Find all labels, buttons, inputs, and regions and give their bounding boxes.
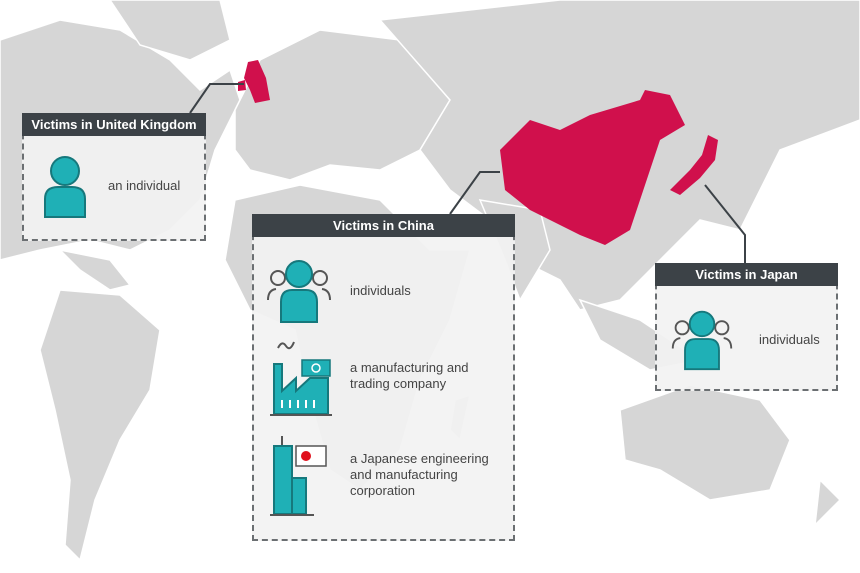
uk-callout: Victims in United Kingdom an individual bbox=[22, 113, 206, 241]
china-connector bbox=[449, 171, 500, 215]
china-callout-title: Victims in China bbox=[252, 214, 515, 237]
greenland bbox=[109, 0, 231, 61]
person-icon bbox=[44, 156, 86, 218]
item-label: individuals bbox=[759, 332, 820, 347]
list-item: individuals bbox=[667, 307, 820, 373]
europe bbox=[234, 29, 451, 181]
list-item: a manufacturing and trading company bbox=[268, 336, 510, 416]
australia bbox=[619, 384, 791, 501]
uk-callout-title: Victims in United Kingdom bbox=[22, 113, 206, 136]
china-highlight bbox=[500, 90, 685, 245]
south-america bbox=[39, 289, 161, 562]
item-label: an individual bbox=[108, 178, 181, 193]
uk-connector bbox=[189, 83, 244, 114]
new-zealand bbox=[814, 478, 842, 528]
japan-callout: Victims in Japan individuals bbox=[655, 263, 838, 391]
ireland-dot bbox=[238, 80, 246, 91]
list-item: individuals bbox=[264, 256, 411, 326]
central-america bbox=[57, 248, 132, 291]
item-label: a manufacturing and trading company bbox=[350, 360, 469, 391]
uk-highlight bbox=[244, 60, 270, 103]
japan-highlight bbox=[670, 135, 718, 195]
factory-icon bbox=[270, 341, 332, 416]
china-callout: Victims in China individuals a manufactu… bbox=[252, 214, 515, 541]
japan-connector bbox=[704, 184, 746, 263]
japan-callout-title: Victims in Japan bbox=[655, 263, 838, 286]
group-icon bbox=[671, 310, 733, 371]
office-building-japan-flag-icon bbox=[270, 436, 327, 516]
item-label: a Japanese engineering and manufacturing… bbox=[350, 451, 489, 498]
list-item: a Japanese engineering and manufacturing… bbox=[268, 434, 510, 516]
list-item: an individual bbox=[40, 153, 180, 219]
group-icon bbox=[267, 260, 331, 323]
item-label: individuals bbox=[350, 283, 411, 298]
